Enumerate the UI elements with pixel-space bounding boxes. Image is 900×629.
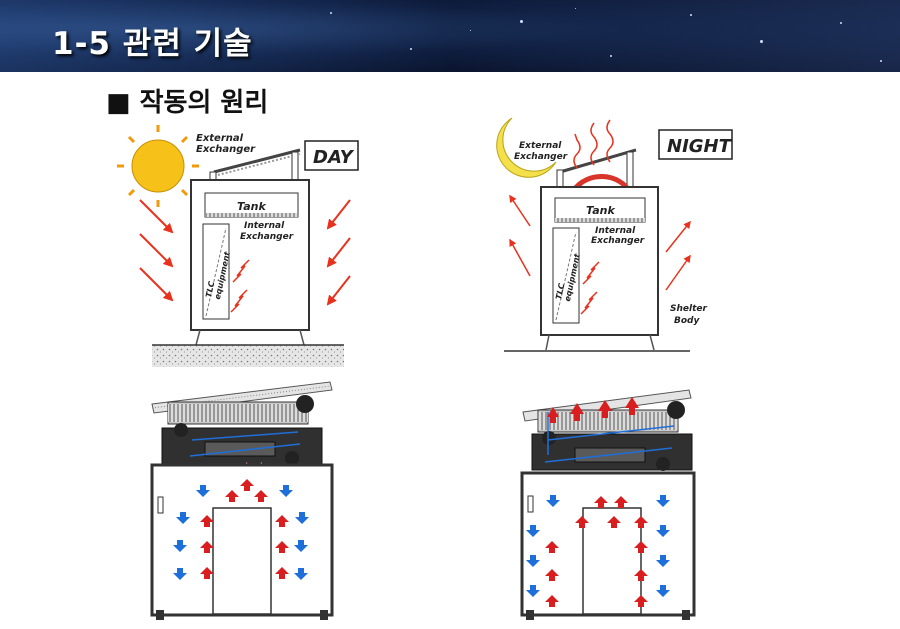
circulation-arrow — [571, 174, 633, 194]
header-banner: 1-5 관련 기술 — [0, 0, 900, 72]
star — [880, 60, 882, 62]
section-heading: ■ 작동의 원리 — [106, 88, 269, 118]
hot-air-arrows — [200, 479, 289, 579]
star — [520, 20, 523, 23]
day-mode-box — [304, 140, 359, 171]
star — [330, 12, 332, 14]
night-mode-box — [658, 129, 733, 160]
moon-icon — [496, 117, 557, 178]
star — [610, 55, 612, 57]
heat-release-icon — [573, 119, 614, 169]
star — [690, 14, 692, 16]
star — [575, 8, 576, 9]
day-3d-model — [150, 381, 334, 620]
ground — [152, 345, 344, 367]
star — [840, 22, 842, 24]
day-mode-label: DAY — [313, 147, 355, 168]
heat-release-arrows — [547, 397, 639, 423]
cool-air-arrows — [173, 485, 309, 580]
night-mode-label: NIGHT — [667, 136, 733, 157]
banner-glow — [0, 0, 900, 72]
equipment-rack — [212, 507, 272, 615]
sun-icon — [117, 125, 199, 207]
tank-label: Tank — [237, 200, 266, 213]
cool-air-arrows — [526, 495, 670, 597]
star — [410, 48, 412, 50]
page-title: 1-5 관련 기술 — [52, 26, 253, 62]
star — [760, 40, 763, 43]
outgoing-heat-arrows — [509, 194, 691, 291]
incoming-heat-arrows — [139, 199, 351, 306]
night-3d-model — [520, 389, 696, 620]
hot-air-arrows — [545, 496, 648, 607]
tank-label: Tank — [586, 204, 615, 217]
star — [470, 30, 471, 31]
